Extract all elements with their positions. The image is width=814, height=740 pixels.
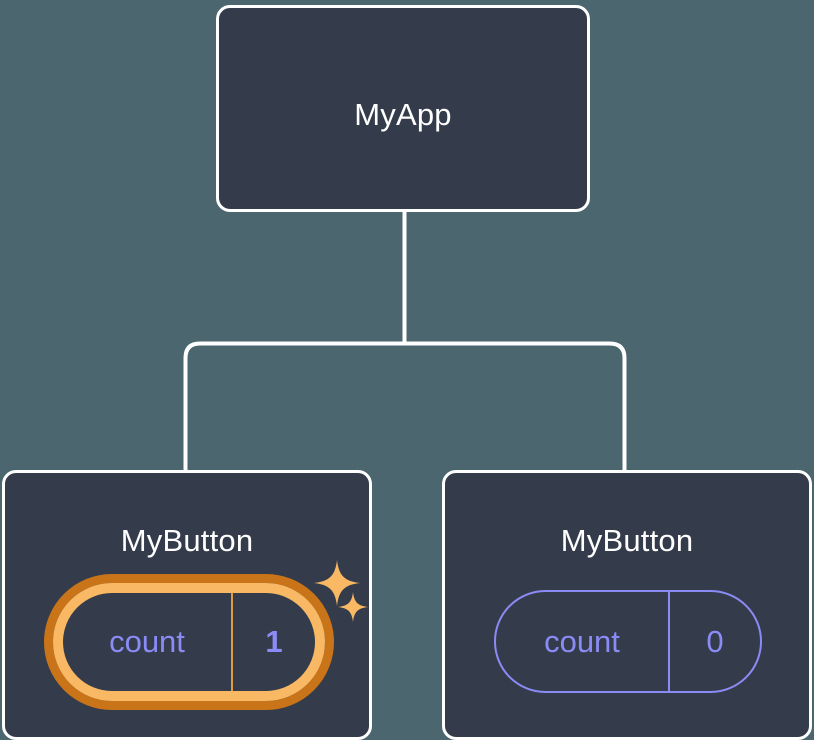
state-pill-divider bbox=[231, 593, 233, 691]
state-pill-divider bbox=[668, 592, 670, 691]
node-mybutton-left-label: MyButton bbox=[120, 523, 254, 558]
state-pill-count-highlighted[interactable]: count 1 bbox=[44, 574, 334, 710]
state-pill-content: count 1 bbox=[63, 593, 315, 691]
state-key-label: count bbox=[109, 624, 185, 659]
node-mybutton-right-label: MyButton bbox=[560, 523, 694, 558]
connector-branch-bar bbox=[183, 341, 627, 470]
state-value-label: 0 bbox=[706, 623, 724, 659]
state-key-label: count bbox=[544, 623, 620, 659]
state-pill-count-plain[interactable]: count 0 bbox=[494, 590, 762, 693]
node-myapp[interactable]: MyApp bbox=[216, 5, 590, 212]
node-myapp-label: MyApp bbox=[354, 97, 452, 132]
state-value-label: 1 bbox=[265, 624, 283, 659]
